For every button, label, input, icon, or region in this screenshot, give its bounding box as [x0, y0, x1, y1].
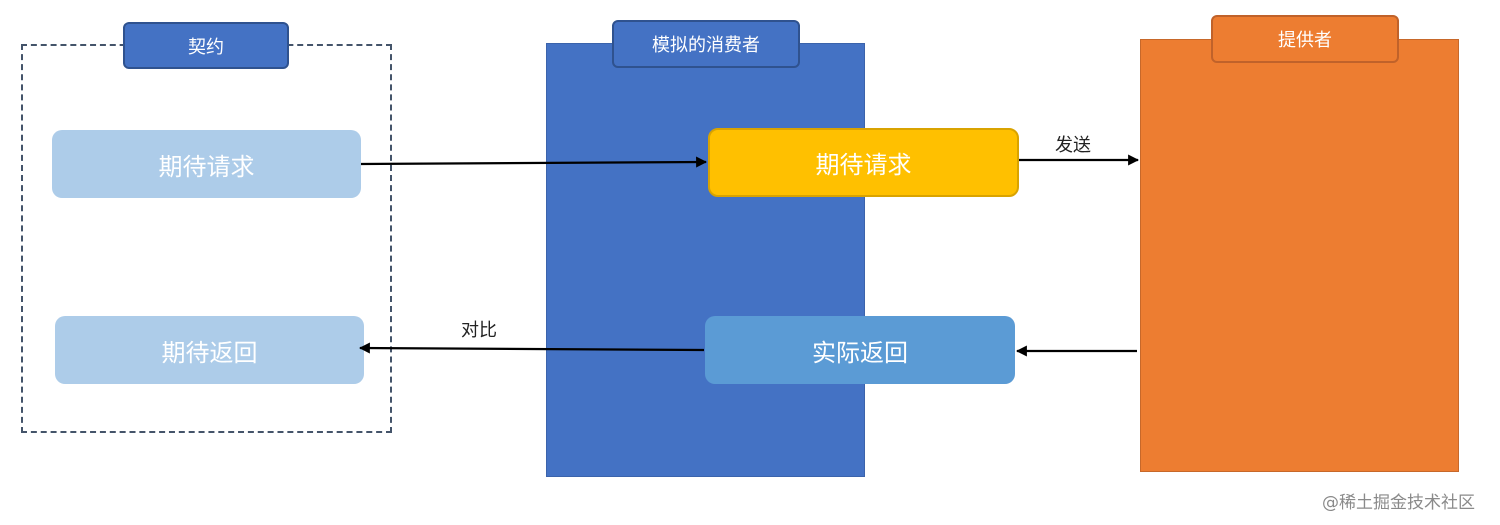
- contract-title: 契约: [123, 22, 289, 69]
- watermark-text: @稀土掘金技术社区: [1322, 493, 1475, 513]
- send-label: 发送: [1055, 135, 1091, 156]
- mock-consumer-title: 模拟的消费者: [612, 20, 800, 68]
- contract-expected-response-box: 期待返回: [55, 316, 364, 384]
- mock-actual-response-box: 实际返回: [705, 316, 1015, 384]
- compare-label: 对比: [461, 320, 497, 341]
- provider-title: 提供者: [1211, 15, 1399, 63]
- arrow-contract-to-mock-request: [360, 156, 708, 168]
- mock-consumer-panel: [546, 43, 865, 477]
- contract-expected-request-box: 期待请求: [52, 130, 361, 198]
- mock-expected-request-box: 期待请求: [708, 128, 1019, 197]
- provider-panel: [1140, 39, 1459, 472]
- arrow-mock-to-contract-compare: [358, 342, 705, 354]
